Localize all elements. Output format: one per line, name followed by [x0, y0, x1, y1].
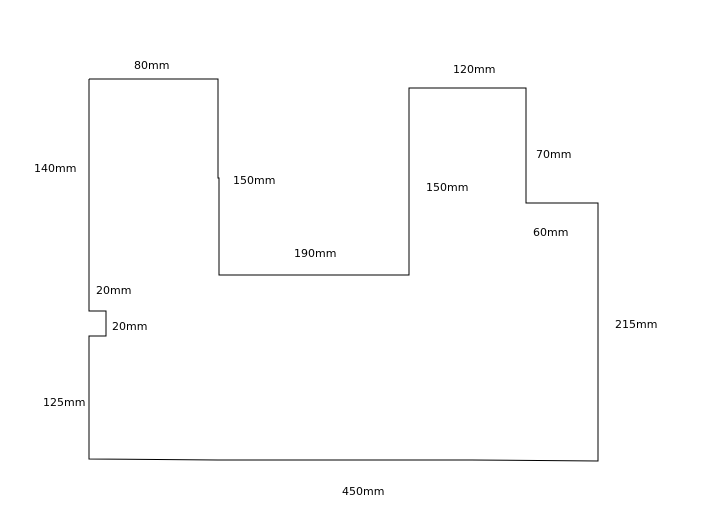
dim-right-step-height: 70mm: [536, 148, 571, 161]
outline-shape: [88, 78, 599, 462]
dim-right-step-width: 60mm: [533, 226, 568, 239]
dim-top-left-width: 80mm: [134, 59, 169, 72]
dim-right-height: 215mm: [615, 318, 657, 331]
dim-top-right-width: 120mm: [453, 63, 495, 76]
dim-inner-bottom-width: 190mm: [294, 247, 336, 260]
dim-bottom-width: 450mm: [342, 485, 384, 498]
dim-inner-left-height: 150mm: [233, 174, 275, 187]
dim-inner-right-height: 150mm: [426, 181, 468, 194]
dim-left-upper-height: 140mm: [34, 162, 76, 175]
dim-left-notch-upper: 20mm: [96, 284, 131, 297]
dim-left-notch-depth: 20mm: [112, 320, 147, 333]
dim-left-lower-height: 125mm: [43, 396, 85, 409]
